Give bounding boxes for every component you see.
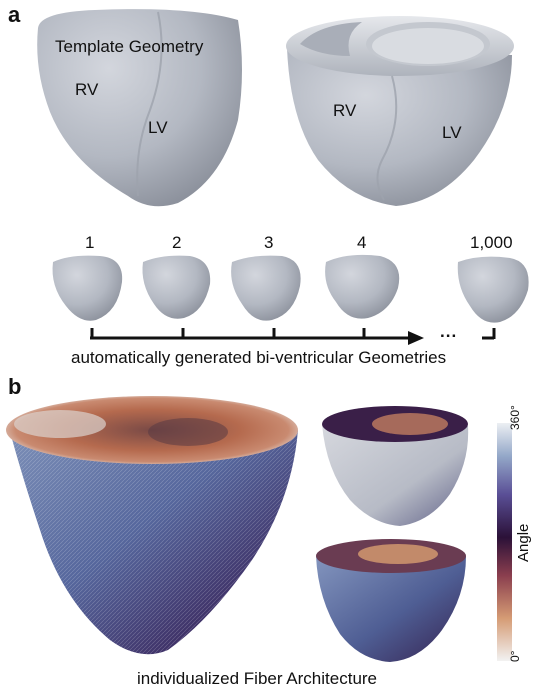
timeline-arrowhead: [408, 331, 424, 345]
panel-b-label: b: [8, 374, 22, 399]
fiber-heart-large-rv-cavity: [14, 410, 106, 438]
fiber-heart-large-lv-cavity: [148, 418, 228, 446]
colorbar-title: Angle: [515, 523, 532, 562]
timeline-arrow: [90, 328, 496, 340]
rv-cavity: [300, 22, 362, 56]
fiber-heart-large-hatch: [8, 424, 298, 655]
template-geometry-title: Template Geometry: [55, 37, 204, 56]
lv-cavity-inner: [372, 28, 484, 64]
cut-rv-label: RV: [333, 101, 357, 120]
panel-b-caption: individualized Fiber Architecture: [137, 669, 378, 688]
colorbar-max-label: 360°: [508, 405, 522, 430]
instance-geometry-3: [231, 255, 301, 321]
angle-colorbar: [497, 423, 512, 661]
template-heart: [37, 9, 243, 207]
instance-number-4: 4: [357, 233, 367, 252]
colorbar-min-label: 0°: [508, 650, 522, 662]
template-rv-label: RV: [75, 80, 99, 99]
panel-a-label: a: [8, 2, 21, 27]
panel-a-caption: automatically generated bi-ventricular G…: [71, 348, 447, 367]
instance-number-1: 1: [85, 233, 95, 252]
fiber-heart-small-2-body: [316, 556, 466, 662]
template-septum-groove: [136, 11, 163, 197]
cut-lv-label: LV: [442, 123, 462, 142]
instance-geometry-2: [142, 255, 211, 319]
cut-heart-body: [287, 48, 512, 206]
instance-number-3: 3: [264, 233, 274, 252]
cut-septum-groove: [376, 75, 398, 201]
instance-geometry-4: [325, 254, 400, 319]
timeline-ellipsis: ...: [440, 322, 458, 341]
instance-geometry-1000: [457, 256, 529, 323]
fiber-heart-small-1-body: [322, 424, 469, 526]
instance-number-1000: 1,000: [470, 233, 513, 252]
instance-number-2: 2: [172, 233, 182, 252]
fiber-heart-small-2-lv: [358, 544, 438, 564]
template-lv-label: LV: [148, 118, 168, 137]
instance-geometry-1: [52, 255, 123, 321]
fiber-heart-small-1-lv: [372, 413, 448, 435]
